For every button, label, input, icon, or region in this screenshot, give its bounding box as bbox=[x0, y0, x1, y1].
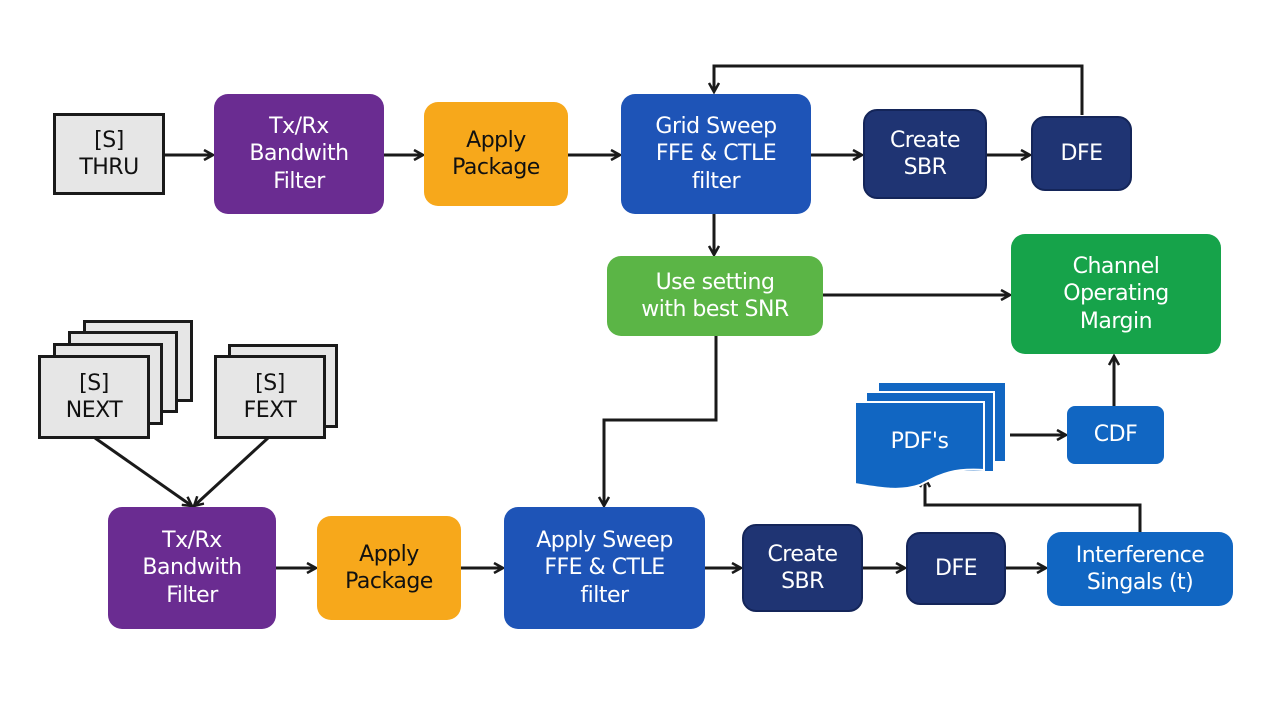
node-interference-signals: Interference Singals (t) bbox=[1047, 532, 1233, 606]
node-apply-package-bottom: Apply Package bbox=[317, 516, 461, 620]
node-s-fext: [S] FEXT bbox=[214, 355, 326, 439]
node-pdfs: PDF's bbox=[890, 429, 949, 455]
node-apply-package-top: Apply Package bbox=[424, 102, 568, 206]
edge-bestsnr-to-applysweep bbox=[604, 335, 718, 506]
node-best-snr: Use setting with best SNR bbox=[607, 256, 823, 336]
node-apply-sweep: Apply Sweep FFE & CTLE filter bbox=[504, 507, 705, 629]
node-create-sbr-bottom: Create SBR bbox=[742, 524, 863, 612]
node-grid-sweep: Grid Sweep FFE & CTLE filter bbox=[621, 94, 811, 214]
node-cdf: CDF bbox=[1067, 406, 1164, 464]
edge-dfe-feedback bbox=[714, 64, 1084, 115]
edge-interference-to-pdfs bbox=[925, 478, 1142, 532]
node-txrx-filter-bottom: Tx/Rx Bandwith Filter bbox=[108, 507, 276, 629]
node-create-sbr-top: Create SBR bbox=[863, 109, 987, 199]
node-txrx-filter-top: Tx/Rx Bandwith Filter bbox=[214, 94, 384, 214]
pdfs-stack-icon bbox=[854, 381, 1007, 490]
edge-fext-to-txrx bbox=[194, 436, 270, 506]
node-channel-operating-margin: Channel Operating Margin bbox=[1011, 234, 1221, 354]
edge-next-to-txrx bbox=[94, 436, 192, 506]
node-s-next: [S] NEXT bbox=[38, 355, 150, 439]
node-dfe-bottom: DFE bbox=[906, 532, 1006, 605]
node-s-thru: [S] THRU bbox=[53, 113, 165, 195]
node-dfe-top: DFE bbox=[1031, 116, 1132, 191]
